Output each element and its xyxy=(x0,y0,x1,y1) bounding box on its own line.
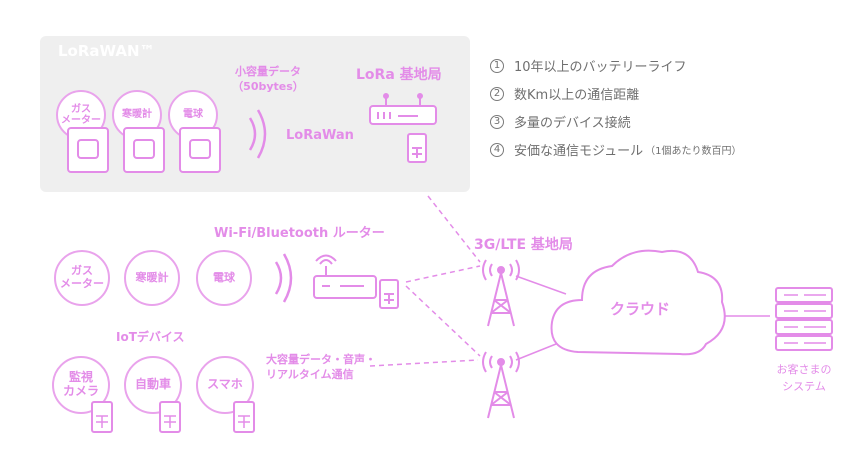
iot-sim-modules xyxy=(91,401,255,433)
cloud-icon xyxy=(550,249,726,356)
large-data-label: 大容量データ・音声・ リアルタイム通信 xyxy=(266,353,376,382)
cell-tower-1-icon xyxy=(482,259,520,327)
cell-tower-2-icon xyxy=(482,351,520,419)
lora-to-tower-line xyxy=(427,195,481,263)
iot-device-label: IoTデバイス xyxy=(116,330,185,344)
wifi-device-thermometer: 寒暖計 xyxy=(124,250,180,306)
wifi-wave-icon xyxy=(274,253,293,303)
lora-module-chips xyxy=(67,127,221,173)
server-icon xyxy=(775,287,833,351)
tower-to-cloud-line xyxy=(515,275,567,295)
lorawan-title: LoRaWAN™ xyxy=(58,42,155,60)
lora-wave-icon xyxy=(248,109,267,159)
iot-to-tower-line xyxy=(369,359,479,367)
wifi-router-icon xyxy=(313,254,399,309)
lora-base-station-label: LoRa 基地局 xyxy=(356,67,442,83)
lorawan-link-label: LoRaWan xyxy=(286,128,354,143)
cell-base-station-label: 3G/LTE 基地局 xyxy=(474,237,573,253)
wifi-router-label: Wi-Fi/Bluetooth ルーター xyxy=(214,226,385,241)
small-data-label: 小容量データ （50bytes） xyxy=(232,65,304,94)
customer-system-label: お客さまの システム xyxy=(776,363,832,393)
cloud-label: クラウド xyxy=(610,300,671,318)
wifi-device-bulb: 電球 xyxy=(196,250,252,306)
lora-gateway-icon xyxy=(369,93,437,163)
router-to-tower-line xyxy=(405,265,481,283)
router-to-tower2-line xyxy=(405,285,481,357)
wifi-device-gas-meter: ガスメーター xyxy=(54,250,110,306)
